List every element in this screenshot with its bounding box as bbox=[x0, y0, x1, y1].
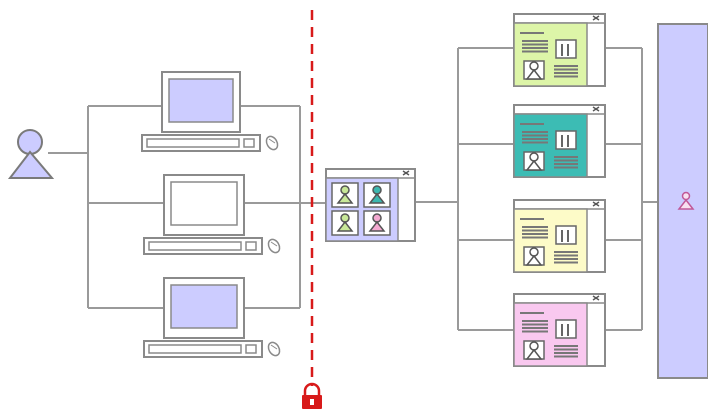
person-icon bbox=[525, 341, 543, 360]
chart-icon bbox=[555, 319, 577, 339]
person-icon bbox=[525, 61, 543, 80]
hub-tile bbox=[363, 210, 391, 236]
workstation-3 bbox=[143, 277, 281, 358]
connector-lines bbox=[48, 47, 676, 331]
person-icon bbox=[7, 129, 55, 179]
window-green bbox=[513, 13, 606, 87]
hub-tile bbox=[331, 182, 359, 208]
window-pink bbox=[513, 293, 606, 367]
close-icon bbox=[592, 295, 600, 301]
person-icon bbox=[525, 247, 543, 266]
photo-icon bbox=[523, 60, 545, 80]
hub-tile bbox=[363, 182, 391, 208]
close-icon bbox=[592, 15, 600, 21]
chart-icon bbox=[555, 130, 577, 150]
keyboard-icon bbox=[141, 134, 261, 152]
padlock-icon bbox=[302, 382, 322, 409]
hub-tile bbox=[331, 210, 359, 236]
window-yellow bbox=[513, 199, 606, 273]
close-icon bbox=[402, 170, 410, 176]
person-icon bbox=[525, 152, 543, 171]
mouse-icon bbox=[267, 238, 281, 254]
chart-icon bbox=[555, 225, 577, 245]
keyboard-icon bbox=[143, 237, 263, 255]
keyboard-icon bbox=[143, 340, 263, 358]
person-icon bbox=[336, 213, 354, 232]
mouse-icon bbox=[265, 135, 279, 151]
person-icon bbox=[368, 185, 386, 204]
workstation-1 bbox=[141, 71, 279, 152]
hub-window bbox=[325, 168, 416, 242]
photo-icon bbox=[523, 246, 545, 266]
person-icon bbox=[368, 213, 386, 232]
chart-icon bbox=[555, 39, 577, 59]
photo-icon bbox=[523, 340, 545, 360]
mouse-icon bbox=[267, 341, 281, 357]
right-panel bbox=[657, 23, 708, 379]
close-icon bbox=[592, 106, 600, 112]
monitor-icon bbox=[163, 174, 245, 236]
close-icon bbox=[592, 201, 600, 207]
window-teal bbox=[513, 104, 606, 178]
monitor-icon bbox=[161, 71, 241, 133]
workstation-2 bbox=[143, 174, 281, 255]
photo-icon bbox=[523, 151, 545, 171]
monitor-icon bbox=[163, 277, 245, 339]
person-icon bbox=[336, 185, 354, 204]
small-person-icon bbox=[677, 191, 695, 210]
